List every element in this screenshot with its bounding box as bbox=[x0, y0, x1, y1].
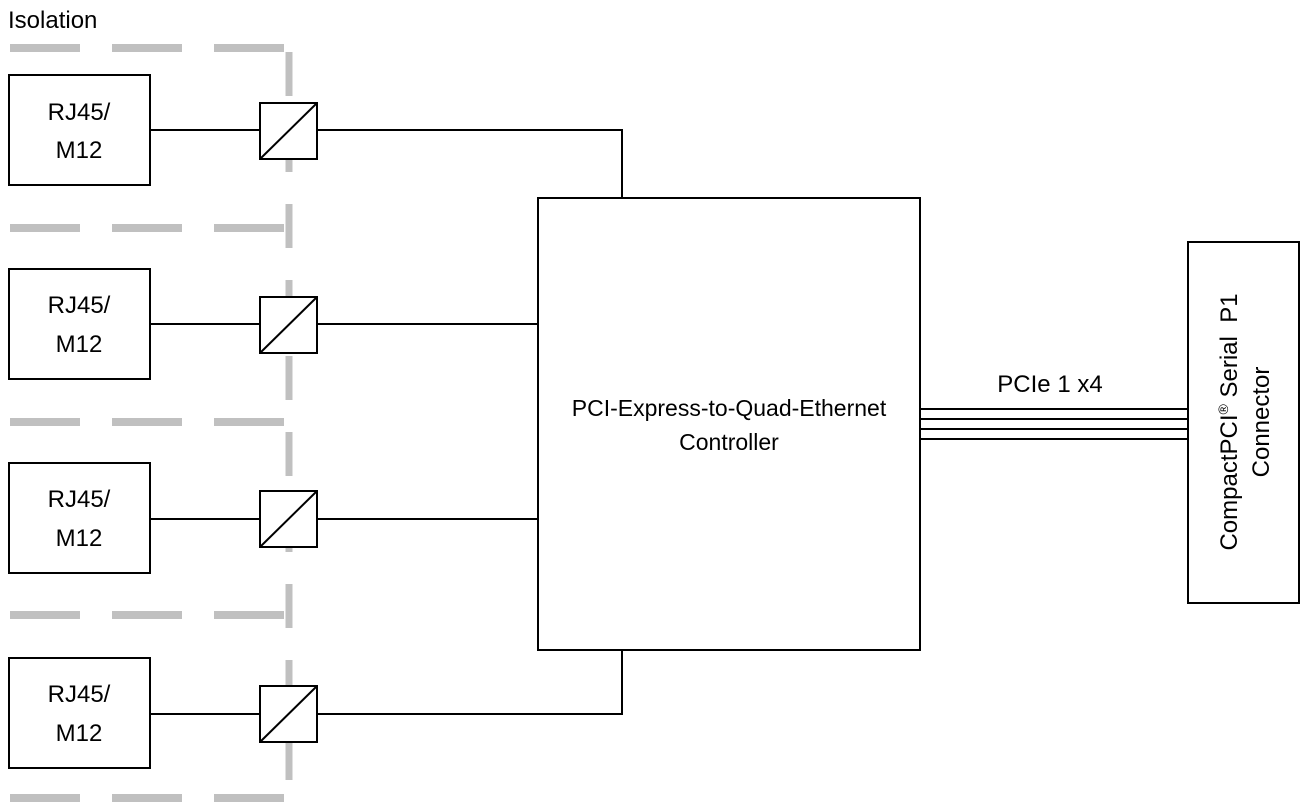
port-1-isolator-diagonal bbox=[259, 102, 318, 160]
connector-label: CompactPCI® Serial P1 Connector bbox=[1215, 293, 1275, 550]
pcie-bus: PCIe 1 x4 bbox=[920, 371, 1188, 440]
connector-box bbox=[1187, 241, 1300, 604]
port-4-label-line1: RJ45/ bbox=[48, 681, 111, 708]
port-2-label-line1: RJ45/ bbox=[48, 292, 111, 319]
controller-label-line2: Controller bbox=[679, 429, 779, 455]
port-4-box bbox=[8, 657, 151, 769]
connector-label-registered-mark: ® bbox=[1215, 404, 1231, 415]
controller-box bbox=[537, 197, 921, 651]
port-3-label-line1: RJ45/ bbox=[48, 486, 111, 513]
controller: PCI-Express-to-Quad-Ethernet Controller bbox=[537, 197, 921, 651]
isolation-boundary bbox=[10, 44, 293, 804]
connector-label-rest: Serial P1 bbox=[1216, 293, 1243, 404]
isolation-label: Isolation bbox=[8, 7, 97, 34]
port-1: RJ45/ M12 bbox=[8, 74, 623, 198]
connector-label-brand: CompactPCI bbox=[1216, 415, 1243, 551]
port-3-box bbox=[8, 462, 151, 574]
port-2-label-line2: M12 bbox=[56, 331, 103, 358]
connector-label-line1: CompactPCI® Serial P1 bbox=[1215, 293, 1243, 550]
port-2: RJ45/ M12 bbox=[8, 268, 538, 380]
port-3-label-line2: M12 bbox=[56, 525, 103, 552]
port-2-box bbox=[8, 268, 151, 380]
port-3: RJ45/ M12 bbox=[8, 462, 538, 574]
port-4: RJ45/ M12 bbox=[8, 650, 623, 769]
port-4-isolator-diagonal bbox=[259, 685, 318, 743]
connector: CompactPCI® Serial P1 Connector bbox=[1187, 241, 1300, 604]
port-4-label-line2: M12 bbox=[56, 720, 103, 747]
port-1-box bbox=[8, 74, 151, 186]
pcie-bus-label: PCIe 1 x4 bbox=[997, 371, 1102, 398]
connector-label-line2: Connector bbox=[1248, 367, 1275, 478]
port-1-controller-link bbox=[317, 129, 623, 198]
port-1-label-line1: RJ45/ bbox=[48, 99, 111, 126]
controller-label-line1: PCI-Express-to-Quad-Ethernet bbox=[572, 395, 887, 421]
port-4-controller-link bbox=[317, 650, 623, 715]
port-3-isolator-diagonal bbox=[259, 490, 318, 548]
port-2-isolator-diagonal bbox=[259, 296, 318, 354]
port-1-label-line2: M12 bbox=[56, 137, 103, 164]
